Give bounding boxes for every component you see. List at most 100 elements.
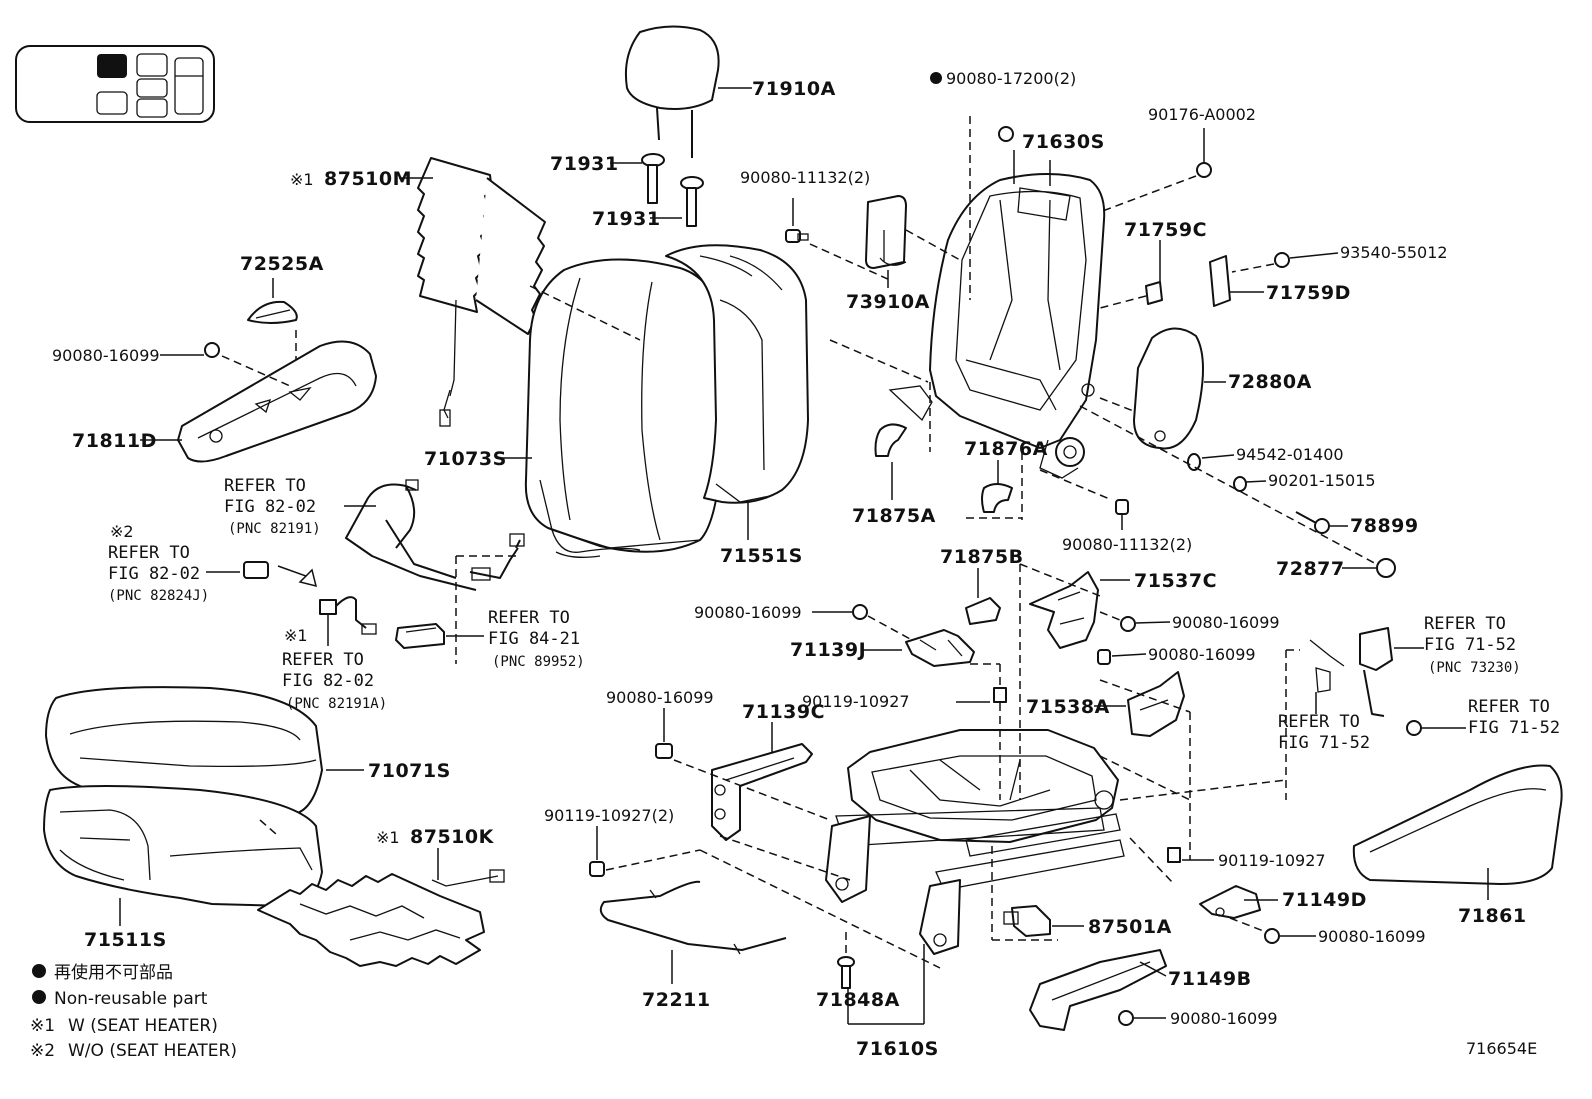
part-number-90080-16099: 90080-16099 bbox=[52, 346, 160, 365]
cushion-cover-part bbox=[45, 686, 323, 815]
legend-mark-2: ※2 bbox=[30, 1041, 55, 1061]
seat-wire-part bbox=[599, 880, 787, 955]
bracket-part bbox=[905, 629, 975, 667]
part-number-90119-10927: 90119-10927(2) bbox=[544, 806, 674, 825]
part-number-71538A: 71538A bbox=[1026, 696, 1110, 718]
reference-pnc: (PNC 82191) bbox=[228, 521, 321, 537]
part-number-87510K: 87510K bbox=[410, 826, 495, 848]
part-number-71537C: 71537C bbox=[1134, 570, 1217, 592]
outer-shield-part bbox=[1352, 764, 1563, 885]
reference-callout[interactable]: ※2 REFER TO FIG 82-02 (PNC 82824J) bbox=[108, 522, 209, 604]
reference-pnc: (PNC 82191A) bbox=[286, 696, 387, 712]
part-number-71875A: 71875A bbox=[852, 505, 936, 527]
part-number-71139C: 71139C bbox=[742, 701, 825, 723]
part-number-71630S: 71630S bbox=[1022, 131, 1105, 153]
legend-mark-1: ※1 bbox=[30, 1016, 55, 1036]
reference-callout[interactable]: REFER TO FIG 84-21 (PNC 89952) bbox=[488, 608, 585, 670]
non-reusable-icon bbox=[32, 990, 46, 1004]
sensor-part bbox=[1003, 905, 1051, 937]
seat-clip-part bbox=[1145, 255, 1231, 307]
part-number-71610S: 71610S bbox=[856, 1038, 939, 1060]
bracket-part bbox=[1199, 885, 1261, 919]
reference-callout[interactable]: REFER TO FIG 82-02 (PNC 82191) bbox=[224, 476, 321, 537]
part-number-90080-16099: 90080-16099 bbox=[1170, 1009, 1278, 1028]
part-number-71139J: 71139J bbox=[790, 639, 866, 661]
reference-callout[interactable]: REFER TO FIG 71-52 bbox=[1278, 712, 1370, 753]
side-shield-part bbox=[177, 340, 377, 463]
non-reusable-icon bbox=[930, 72, 942, 84]
part-number-71876A: 71876A bbox=[964, 438, 1048, 460]
bolt-part bbox=[785, 229, 809, 243]
reference-callout[interactable]: REFER TO FIG 71-52 bbox=[1468, 697, 1560, 738]
part-number-71759D: 71759D bbox=[1266, 282, 1351, 304]
part-number-90080-16099: 90080-16099 bbox=[694, 603, 802, 622]
no-heater-mark: ※2 bbox=[110, 522, 134, 541]
part-number-78899: 78899 bbox=[1350, 515, 1419, 537]
reference-callout[interactable]: REFER TO FIG 71-52 (PNC 73230) bbox=[1424, 614, 1521, 676]
cushion-heater-part bbox=[257, 869, 505, 967]
reference-line: REFER TO bbox=[108, 543, 190, 563]
reference-line: REFER TO bbox=[1468, 697, 1550, 717]
side-airbag-part bbox=[865, 195, 907, 269]
reference-callout[interactable]: ※1 REFER TO FIG 82-02 (PNC 82191A) bbox=[282, 626, 387, 712]
bracket-part bbox=[711, 743, 813, 841]
reference-fig: FIG 82-02 bbox=[224, 497, 316, 517]
part-number-90080-16099: 90080-16099 bbox=[1318, 927, 1426, 946]
seatback-heater-part bbox=[417, 157, 546, 427]
legend-seat-heater: W (SEAT HEATER) bbox=[68, 1016, 218, 1036]
seatback-cover-part bbox=[524, 258, 725, 558]
recliner-cover-part bbox=[1127, 671, 1185, 737]
reference-fig: FIG 71-52 bbox=[1424, 635, 1516, 655]
bolt-part bbox=[837, 956, 855, 989]
part-number-71149B: 71149B bbox=[1168, 968, 1252, 990]
reference-fig: FIG 71-52 bbox=[1278, 733, 1370, 753]
part-number-71511S: 71511S bbox=[84, 929, 167, 951]
recliner-bolt-part bbox=[1295, 511, 1330, 534]
seatback-frame-part bbox=[929, 173, 1106, 479]
part-number-71149D: 71149D bbox=[1282, 889, 1367, 911]
wire-harness-part bbox=[345, 479, 525, 591]
part-number-90080-11132: 90080-11132(2) bbox=[740, 168, 870, 187]
part-number-71071S: 71071S bbox=[368, 760, 451, 782]
part-number-71931: 71931 bbox=[592, 208, 661, 230]
part-number-71551S: 71551S bbox=[720, 545, 803, 567]
part-number-94542-01400: 94542-01400 bbox=[1236, 445, 1344, 464]
part-number-87510M: 87510M bbox=[324, 168, 412, 190]
reference-line: REFER TO bbox=[1424, 614, 1506, 634]
part-number-90119-10927: 90119-10927 bbox=[1218, 851, 1326, 870]
headrest-guide-part bbox=[641, 153, 704, 227]
part-number-71073S: 71073S bbox=[424, 448, 507, 470]
recliner-cover-part bbox=[1133, 327, 1204, 450]
part-number-90080-17200: 90080-17200(2) bbox=[946, 69, 1076, 88]
reference-line: REFER TO bbox=[224, 476, 306, 496]
diagram-id: 716654E bbox=[1466, 1039, 1537, 1058]
part-number-72877: 72877 bbox=[1276, 558, 1345, 580]
part-number-71811D: 71811D bbox=[72, 430, 157, 452]
part-number-90080-16099: 90080-16099 bbox=[1172, 613, 1280, 632]
legend-non-reusable: Non-reusable part bbox=[54, 989, 208, 1009]
reference-pnc: (PNC 73230) bbox=[1428, 660, 1521, 676]
part-number-93540-55012: 93540-55012 bbox=[1340, 243, 1448, 262]
heater-mark: ※1 bbox=[284, 626, 308, 645]
headrest-part bbox=[624, 25, 720, 158]
reference-fig: FIG 84-21 bbox=[488, 629, 580, 649]
cover-cap-part bbox=[965, 597, 1001, 625]
reference-line: REFER TO bbox=[282, 650, 364, 670]
part-number-90080-16099: 90080-16099 bbox=[1148, 645, 1256, 664]
recliner-cover-part bbox=[1029, 571, 1099, 649]
part-number-90176-A0002: 90176-A0002 bbox=[1148, 105, 1256, 124]
reference-fig: FIG 82-02 bbox=[282, 671, 374, 691]
part-number-71931: 71931 bbox=[550, 153, 619, 175]
seat-frame-part bbox=[825, 729, 1125, 955]
cover-cap-part bbox=[247, 300, 298, 324]
part-number-71759C: 71759C bbox=[1124, 219, 1207, 241]
part-number-71910A: 71910A bbox=[752, 78, 836, 100]
side-cover-part bbox=[1029, 949, 1167, 1031]
reference-line: REFER TO bbox=[1278, 712, 1360, 732]
seatbelt-buckle-part bbox=[1309, 627, 1393, 717]
part-number-90119-10927: 90119-10927 bbox=[802, 692, 910, 711]
heater-connector-part bbox=[319, 596, 377, 635]
legend-no-seat-heater: W/O (SEAT HEATER) bbox=[68, 1041, 237, 1061]
part-number-71848A: 71848A bbox=[816, 989, 900, 1011]
